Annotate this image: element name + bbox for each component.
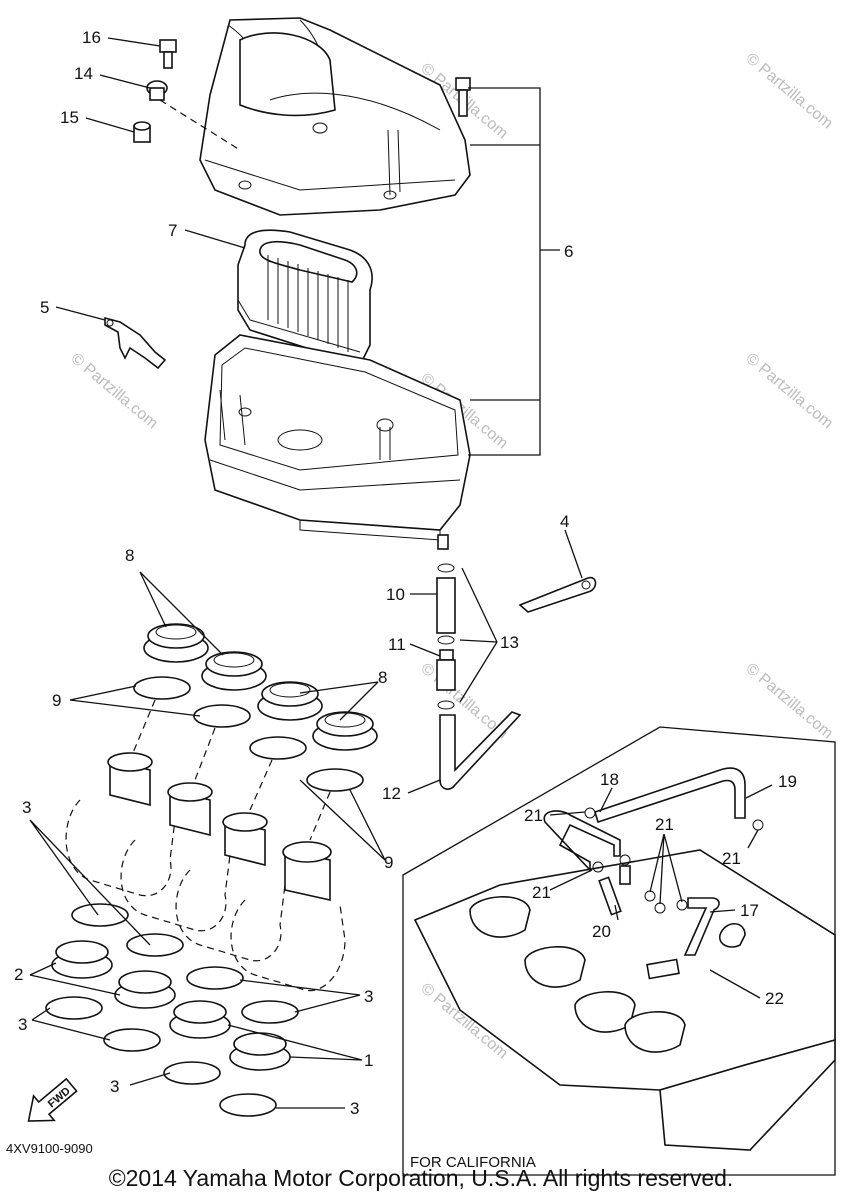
callout-16: 16 bbox=[82, 28, 101, 47]
callout-21: 21 bbox=[722, 849, 741, 868]
watermark: © Partzilla.com bbox=[67, 350, 161, 432]
hose-clamp bbox=[186, 966, 244, 990]
callout-3: 3 bbox=[364, 987, 373, 1006]
callout-12: 12 bbox=[382, 784, 401, 803]
callout-14: 14 bbox=[74, 64, 93, 83]
callout-21: 21 bbox=[655, 815, 674, 834]
hose-clamp bbox=[241, 1000, 299, 1024]
carburetor-joint bbox=[169, 1000, 231, 1039]
watermark: © Partzilla.com bbox=[742, 660, 836, 742]
callout-21: 21 bbox=[532, 883, 551, 902]
callout-10: 10 bbox=[386, 585, 405, 604]
intake-joint bbox=[143, 623, 209, 663]
hose-clamp bbox=[193, 704, 251, 728]
carburetor-joint bbox=[51, 940, 113, 979]
hose-clamp bbox=[133, 676, 191, 700]
hose-clamp bbox=[249, 736, 307, 760]
carburetor-assembly bbox=[65, 752, 346, 992]
diagram-code: 4XV9100-9090 bbox=[6, 1141, 93, 1156]
hose-clamp bbox=[126, 933, 184, 957]
callout-18: 18 bbox=[600, 770, 619, 789]
hose-clamp bbox=[163, 1061, 221, 1085]
screw bbox=[455, 77, 471, 117]
callout-8: 8 bbox=[125, 546, 134, 565]
callout-17: 17 bbox=[740, 901, 759, 920]
callout-9: 9 bbox=[384, 853, 393, 872]
callout-3: 3 bbox=[110, 1077, 119, 1096]
carburetor-joint bbox=[114, 970, 176, 1009]
carburetor-joint bbox=[229, 1032, 291, 1071]
callout-6: 6 bbox=[564, 242, 573, 261]
air-filter-element bbox=[237, 229, 373, 366]
bolt-16 bbox=[159, 39, 177, 69]
callout-21: 21 bbox=[524, 806, 543, 825]
bracket-5 bbox=[104, 316, 167, 370]
air-case bbox=[204, 334, 471, 550]
hose-clamp bbox=[45, 996, 103, 1020]
joints-upper bbox=[129, 623, 378, 841]
grommet-14 bbox=[146, 80, 168, 101]
fwd-arrow-icon: FWD bbox=[27, 1077, 78, 1122]
callout-8: 8 bbox=[378, 668, 387, 687]
intake-joint bbox=[257, 681, 323, 721]
hose-clamp bbox=[306, 768, 364, 792]
intake-joint bbox=[312, 711, 378, 751]
callout-3: 3 bbox=[22, 798, 31, 817]
watermark: © Partzilla.com bbox=[742, 50, 836, 132]
joints-lower bbox=[45, 903, 299, 1117]
callout-3: 3 bbox=[350, 1099, 359, 1118]
callout-3: 3 bbox=[18, 1015, 27, 1034]
callout-15: 15 bbox=[60, 108, 79, 127]
assembly-line bbox=[159, 99, 241, 151]
collar-15 bbox=[133, 121, 151, 143]
hose-clamp bbox=[103, 1028, 161, 1052]
callout-11: 11 bbox=[388, 635, 406, 654]
bracket-line-6 bbox=[468, 87, 560, 456]
california-inset bbox=[402, 726, 836, 1176]
callout-5: 5 bbox=[40, 298, 49, 317]
callout-4: 4 bbox=[560, 512, 569, 531]
leader-lines bbox=[29, 37, 773, 1109]
copyright-notice: ©2014 Yamaha Motor Corporation, U.S.A. A… bbox=[108, 1165, 734, 1191]
hose-clamp bbox=[219, 1093, 277, 1117]
holder-4 bbox=[518, 576, 597, 613]
callout-labels: 16 14 15 6 7 5 4 10 11 13 12 8 8 9 9 3 2… bbox=[14, 28, 797, 1118]
callout-22: 22 bbox=[765, 989, 784, 1008]
watermark: © Partzilla.com bbox=[742, 350, 836, 432]
callout-2: 2 bbox=[14, 965, 23, 984]
callout-20: 20 bbox=[592, 922, 611, 941]
air-case-cap bbox=[199, 17, 471, 216]
intake-joint bbox=[201, 651, 267, 691]
callout-9: 9 bbox=[52, 691, 61, 710]
inset-label: FOR CALIFORNIA bbox=[410, 1154, 536, 1171]
callout-19: 19 bbox=[778, 772, 797, 791]
callout-7: 7 bbox=[168, 221, 177, 240]
callout-13: 13 bbox=[500, 633, 519, 652]
drain-hose-assembly bbox=[436, 563, 522, 790]
callout-1: 1 bbox=[364, 1051, 373, 1070]
hose-clamp bbox=[71, 903, 129, 927]
